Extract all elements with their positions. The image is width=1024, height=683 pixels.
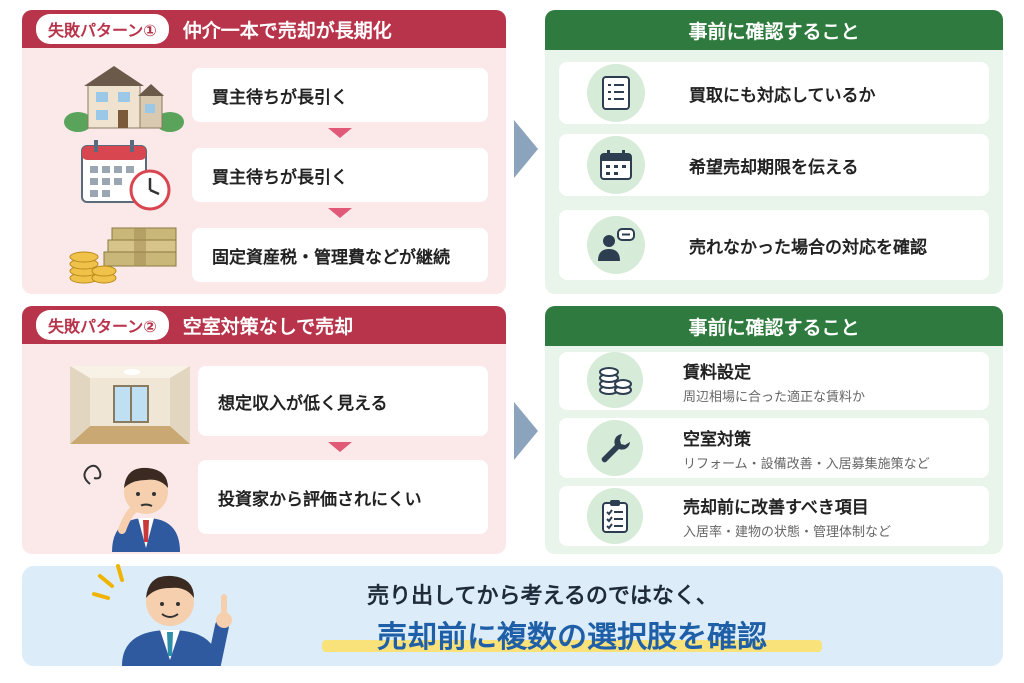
down-arrow <box>328 208 352 218</box>
check-item-title: 賃料設定 <box>683 362 751 383</box>
calendar-clock-icon <box>81 140 171 211</box>
fail-pattern-1-title: 仲介一本で売却が長期化 <box>182 19 392 42</box>
coins-icon-bg <box>587 352 643 408</box>
calendar-icon <box>600 150 632 180</box>
fail-pattern-1-step-3: 固定資産税・管理費などが継続 <box>192 228 488 282</box>
down-arrow <box>328 128 352 138</box>
money-coins-icon <box>69 227 177 284</box>
checklist-icon-bg <box>587 64 645 122</box>
checklist-icon <box>602 76 630 110</box>
flow-arrow-right-1 <box>514 120 538 178</box>
summary-line-2: 売却前に複数の選択肢を確認 <box>377 620 767 655</box>
wrench-icon-bg <box>587 420 643 476</box>
clipboard-checklist-icon <box>602 500 628 533</box>
fail-pattern-1-badge: 失敗パターン① <box>36 14 169 44</box>
check-item-sub: 入居率・建物の状態・管理体制など <box>683 524 892 540</box>
calendar-icon-bg <box>587 136 645 194</box>
check-panel-1-title: 事前に確認すること <box>688 20 860 43</box>
fail-pattern-2-badge: 失敗パターン② <box>36 310 169 340</box>
highlight-marker <box>322 640 822 652</box>
flow-arrow-right-2 <box>514 402 538 460</box>
check-item-text: 買取にも対応しているか <box>689 85 876 106</box>
check-item-sub: リフォーム・設備改善・入居募集施策など <box>683 456 930 472</box>
fail-pattern-1-panel: 失敗パターン① 仲介一本で売却が長期化 買主待ちが長引く 買主待 <box>22 10 506 294</box>
empty-room-icon <box>70 366 190 444</box>
house-icon <box>64 66 184 132</box>
pointing-man-icon <box>92 564 232 666</box>
fail-pattern-2-title: 空室対策なしで売却 <box>182 315 354 338</box>
consult-icon-bg <box>587 216 645 274</box>
check-item-title: 売却前に改善すべき項目 <box>683 497 869 518</box>
check-panel-2: 事前に確認すること 賃料設定 周辺相場に合った適正な賃料か 空室対策 リフォーム… <box>545 306 1003 554</box>
check-panel-2-header: 事前に確認すること <box>545 306 1003 346</box>
step-text: 投資家から評価されにくい <box>218 489 422 510</box>
worried-man-icon <box>83 464 180 552</box>
fail-pattern-1-header: 失敗パターン① 仲介一本で売却が長期化 <box>22 10 506 48</box>
coins-icon <box>599 367 632 395</box>
step-text: 固定資産税・管理費などが継続 <box>212 247 450 268</box>
fail-pattern-1-step-1: 買主待ちが長引く <box>192 68 488 122</box>
check-item-text: 売れなかった場合の対応を確認 <box>689 237 927 258</box>
summary-line-1: 売り出してから考えるのではなく、 <box>367 584 718 609</box>
fail-pattern-1-step-2: 買主待ちが長引く <box>192 148 488 202</box>
check-item-text: 希望売却期限を伝える <box>689 157 859 178</box>
fail-pattern-2-panel: 失敗パターン② 空室対策なしで売却 想定収入が低く見える 投資家から評価されにく… <box>22 306 506 554</box>
clipboard-icon-bg <box>587 488 643 544</box>
step-text: 想定収入が低く見える <box>218 393 388 414</box>
check-panel-1: 事前に確認すること 買取にも対応しているか 希望売却期限を伝える 売れなかった場… <box>545 10 1003 294</box>
fail-pattern-2-step-2: 投資家から評価されにくい <box>198 460 488 534</box>
summary-banner: 売り出してから考えるのではなく、 売却前に複数の選択肢を確認 <box>22 564 1003 666</box>
step-text: 買主待ちが長引く <box>212 87 348 108</box>
person-speech-icon <box>598 228 635 261</box>
fail-pattern-2-step-1: 想定収入が低く見える <box>198 366 488 436</box>
wrench-icon <box>601 434 630 463</box>
check-item-title: 空室対策 <box>683 429 751 450</box>
fail-pattern-2-header: 失敗パターン② 空室対策なしで売却 <box>22 306 506 344</box>
check-panel-2-title: 事前に確認すること <box>688 316 860 339</box>
check-item-sub: 周辺相場に合った適正な賃料か <box>683 389 866 405</box>
down-arrow <box>328 442 352 452</box>
step-text: 買主待ちが長引く <box>212 167 348 188</box>
check-panel-1-header: 事前に確認すること <box>545 10 1003 50</box>
summary-highlight: 売却前に複数の選択肢を確認 <box>322 612 822 658</box>
